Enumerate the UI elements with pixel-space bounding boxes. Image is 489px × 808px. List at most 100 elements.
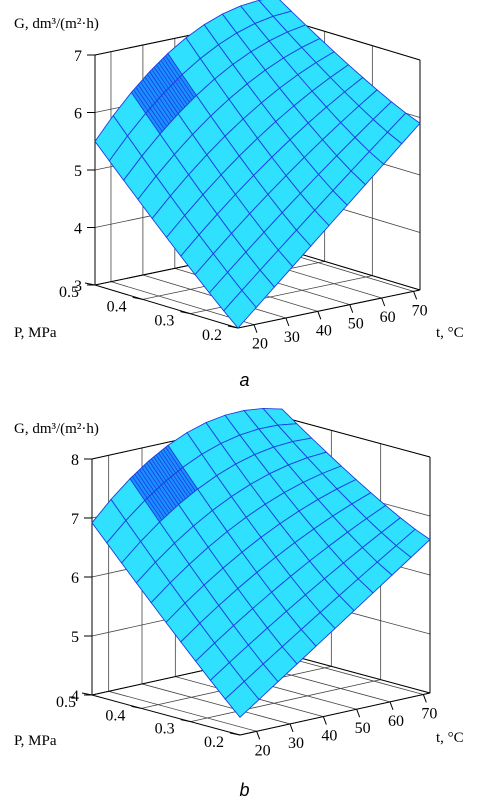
surface-hatch (168, 88, 184, 110)
z-tick-label: 7 (71, 511, 79, 528)
x-tick (322, 716, 327, 725)
y-axis-line (94, 284, 239, 329)
z-tick-label: 6 (71, 570, 79, 587)
surface-hatch (158, 62, 174, 84)
z-tick-label: 8 (71, 452, 79, 469)
surface-hatch (160, 450, 177, 474)
surface-hatch (143, 464, 160, 488)
surface-hatch (165, 90, 181, 112)
z-tick-label: 4 (71, 688, 79, 705)
surface-hatch (136, 471, 153, 495)
surface-hatch (172, 83, 188, 105)
t-axis-label-b: t, °C (436, 730, 464, 746)
surface-hatch (175, 472, 191, 496)
surface-hatch (180, 469, 196, 492)
surface-hatch (165, 55, 181, 78)
surface-hatch (162, 448, 179, 472)
surface-hatch (179, 76, 195, 99)
x-tick (389, 701, 394, 711)
surface-hatch (162, 57, 178, 80)
y-tick (180, 311, 191, 315)
p-axis-label-a: P, MPa (14, 325, 57, 341)
x-tick (349, 304, 354, 313)
surface-hatch (174, 81, 190, 103)
surface-hatch (165, 480, 182, 503)
surface-hatch (156, 489, 172, 512)
surface-hatch (149, 108, 165, 130)
y-tick-label: 0.5 (56, 694, 76, 711)
x-tick (413, 291, 418, 300)
x-tick (356, 709, 361, 718)
surface-hatch (142, 79, 158, 101)
y-tick (227, 325, 239, 329)
surface-hatch (177, 78, 193, 101)
surface-hatch (132, 476, 148, 499)
surface-hatch (161, 484, 177, 507)
y-tick-label: 0.4 (105, 707, 125, 724)
x-tick-label: 50 (348, 316, 364, 333)
surface-hatch (161, 95, 177, 117)
surface-hatch (151, 458, 167, 482)
z-axis-label-b: G, dm³/(m²·h) (14, 421, 99, 437)
y-tick-label: 0.3 (154, 313, 174, 330)
surface-hatch (153, 456, 169, 480)
box-edge (281, 652, 431, 694)
surface-hatch (170, 476, 187, 499)
z-tick-label: 3 (74, 278, 82, 295)
surface-hatch (137, 84, 153, 106)
x-tick (422, 694, 427, 703)
surface-hatch (151, 493, 168, 516)
surface-hatch (141, 467, 158, 490)
y-tick (180, 719, 191, 723)
caption-b: b (239, 780, 250, 800)
surface-hatch (160, 60, 176, 82)
z-tick-label: 7 (74, 48, 82, 65)
surface-hatch (159, 97, 174, 120)
z-tick-label: 4 (74, 221, 82, 238)
x-tick (253, 324, 258, 333)
x-tick (289, 723, 294, 733)
z-tick-label: 5 (74, 163, 82, 180)
surface-hatch (153, 66, 169, 89)
surface-hatch (152, 105, 168, 127)
surface-hatch (165, 447, 181, 470)
x-tick-label: 70 (412, 302, 428, 319)
z-tick-label: 5 (71, 629, 79, 646)
surface-hatch (168, 478, 184, 501)
y-axis-line (91, 694, 241, 736)
surface-hatch (140, 81, 156, 104)
surface-hatch (158, 486, 175, 510)
surface-hatch (146, 462, 162, 486)
p-axis-label-b: P, MPa (14, 733, 57, 749)
y-tick (81, 692, 93, 696)
surface-hatch (133, 89, 149, 112)
floor-gridline (141, 683, 291, 725)
surface-cell (224, 680, 260, 718)
surface (94, 0, 421, 329)
z-axis-label-a: G, dm³/(m²·h) (14, 16, 99, 32)
x-tick-label: 50 (355, 720, 371, 737)
y-tick-label: 0.3 (155, 721, 175, 738)
x-tick-label: 70 (421, 705, 437, 722)
y-tick (131, 705, 142, 709)
floor-gridline (190, 679, 381, 723)
caption-a: a (239, 370, 250, 390)
y-tick (84, 282, 96, 286)
x-tick (285, 317, 290, 327)
surface-hatch (147, 110, 163, 132)
x-tick-label: 30 (284, 329, 300, 346)
y-tick (229, 732, 241, 736)
surface-hatch (155, 454, 172, 478)
surface-hatch (170, 85, 186, 108)
surface (91, 408, 431, 718)
floor-gridline (108, 690, 257, 732)
t-axis-label-a: t, °C (436, 325, 464, 341)
x-axis-line (237, 289, 421, 329)
surface-hatch (156, 64, 172, 87)
surface-hatch (154, 102, 170, 125)
surface-hatch (139, 469, 155, 492)
y-tick-label: 0.2 (202, 327, 222, 344)
surface-hatch (177, 470, 194, 494)
